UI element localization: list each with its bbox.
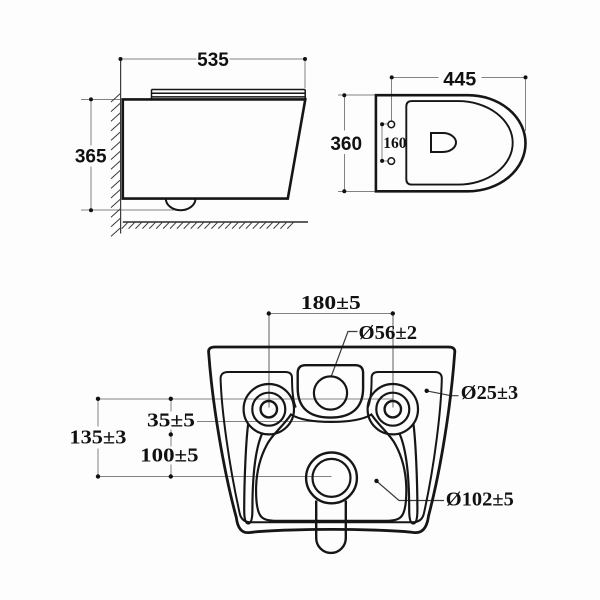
svg-text:135±3: 135±3 (69, 428, 126, 449)
svg-text:35±5: 35±5 (147, 410, 195, 431)
svg-text:535: 535 (197, 50, 229, 71)
svg-text:Ø25±3: Ø25±3 (461, 383, 519, 404)
svg-text:445: 445 (443, 69, 476, 90)
svg-text:Ø56±2: Ø56±2 (359, 323, 418, 344)
svg-text:360: 360 (330, 134, 362, 155)
svg-text:Ø102±5: Ø102±5 (446, 489, 514, 510)
svg-text:180±5: 180±5 (301, 293, 361, 314)
svg-text:100±5: 100±5 (140, 445, 199, 466)
svg-text:160: 160 (383, 135, 407, 152)
svg-text:365: 365 (75, 147, 107, 168)
